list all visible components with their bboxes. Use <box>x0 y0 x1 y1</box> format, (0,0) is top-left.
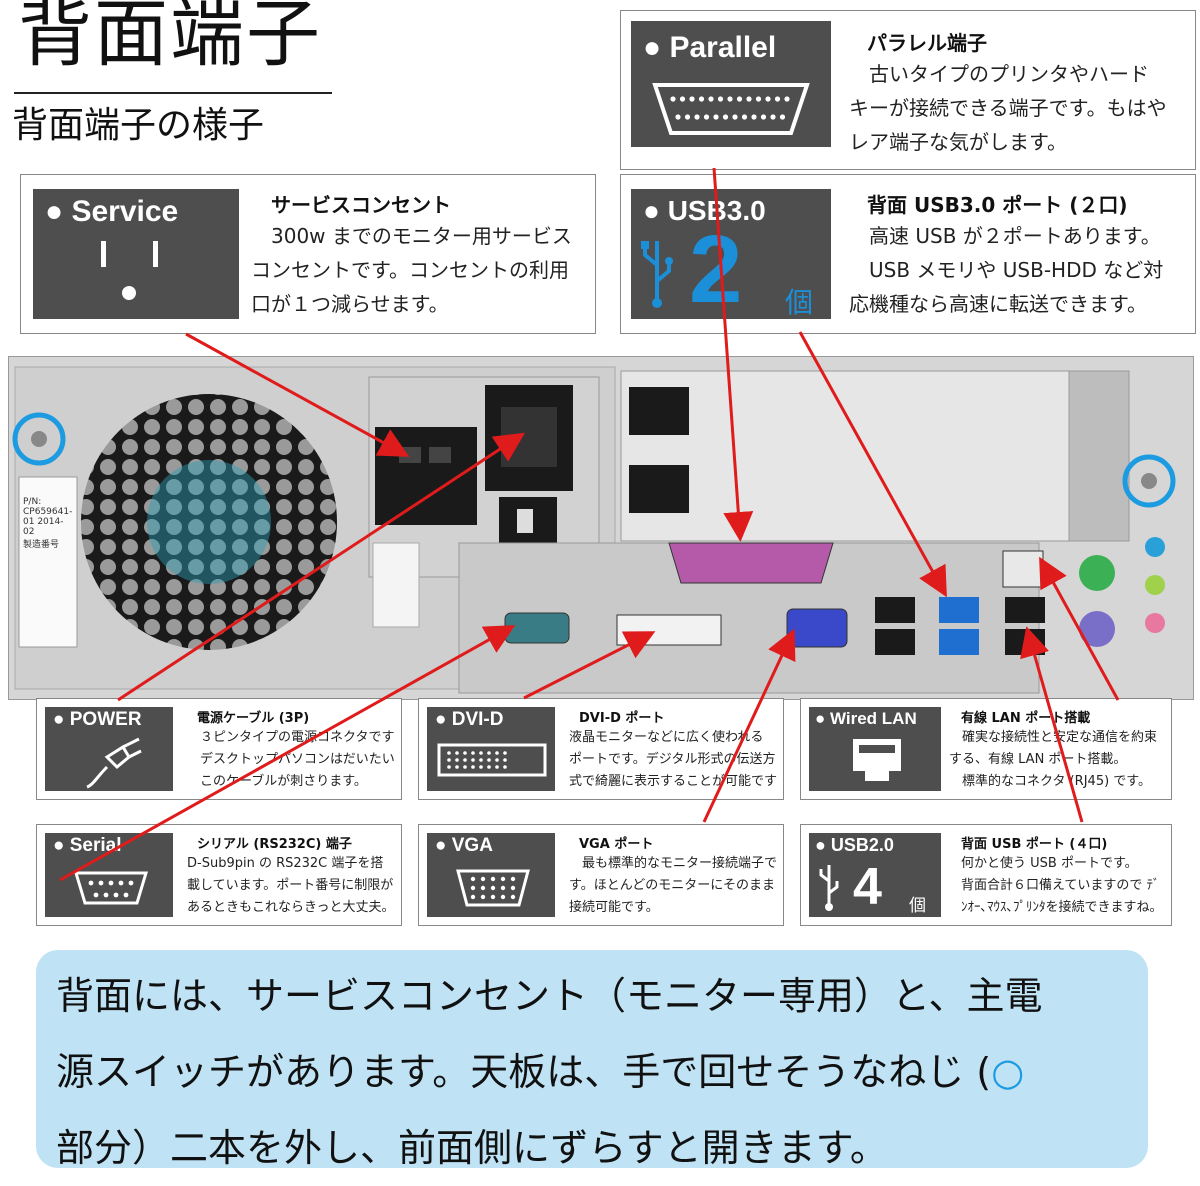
device-label-line-2: 製造番号 <box>23 540 60 550</box>
usb2-badge: ● USB2.0 4 個 <box>809 833 941 917</box>
dvi-callout: ● DVI-D DVI-D ポート 液晶モニターなどに広く使われる ポートです。… <box>418 698 784 800</box>
lan-badge: ● Wired LAN <box>809 707 941 791</box>
dvi-port <box>616 614 722 646</box>
usb3-count: 2 <box>689 216 743 323</box>
service-badge: ● Service <box>33 189 239 319</box>
usb3-unit: 個 <box>785 286 814 319</box>
usb-icon <box>641 241 673 308</box>
vga-callout: ● VGA VGA ポート 最も標準的なモニター接続端子で す。ほとんどのモニタ… <box>418 824 784 926</box>
lan-callout: ● Wired LAN 有線 LAN ポート搭載 確実な接続性と安定な通信を約束… <box>800 698 1172 800</box>
power-badge: ● POWER <box>45 707 173 791</box>
service-title: サービスコンセント <box>271 193 451 217</box>
power-title: 電源ケーブル (3P) <box>197 711 310 726</box>
power-callout: ● POWER 電源ケーブル (3P) ３ピンタイプの電源コネクタです デスクト… <box>36 698 402 800</box>
vga-badge-label: ● VGA <box>435 835 493 856</box>
lan-description: 確実な接続性と安定な通信を約束 する、有線 LAN ポート搭載。 標準的なコネク… <box>949 730 1158 789</box>
serial-callout: ● Serial シリアル (RS232C) 端子 D-Sub9pin の RS… <box>36 824 402 926</box>
note-line-2-text: 源スイッチがあります。天板は、手で回せそうなねじ ( <box>56 1050 992 1094</box>
page-subtitle: 背面端子の様子 <box>12 105 265 146</box>
parallel-badge: ● Parallel <box>631 21 831 147</box>
serial-title: シリアル (RS232C) 端子 <box>197 837 352 852</box>
screw-circle-left <box>12 412 66 466</box>
dvi-title: DVI-D ポート <box>579 711 665 726</box>
usb2-description: 何かと使う USB ポートです。 背面合計６口備えていますので ﾃﾞ ﾝｵｰ､ﾏ… <box>961 856 1163 915</box>
service-badge-label: ● Service <box>45 195 179 228</box>
usb2-count: 4 <box>853 858 882 916</box>
usb3-ports <box>939 597 979 623</box>
note-line-3: 部分）二本を外し、前面側にずらすと開きます。 <box>56 1126 888 1170</box>
lan-port <box>1002 550 1044 588</box>
ethernet-port-icon <box>853 739 901 781</box>
usb-icon <box>819 865 839 911</box>
parallel-callout: ● Parallel パラレル端子 古いタイプのプリンタやハード キーが接続でき… <box>620 10 1196 170</box>
note-line-1: 背面には、サービスコンセント（モニター専用）と、主電 <box>56 974 1043 1018</box>
serial-badge: ● Serial <box>45 833 173 917</box>
parallel-port-icon <box>652 83 810 135</box>
blue-circle-mark: ○ <box>991 1050 1025 1094</box>
parallel-description: 古いタイプのプリンタやハード キーが接続できる端子です。もはや レア端子な気がし… <box>849 62 1167 154</box>
title-underline <box>14 92 332 94</box>
service-callout: ● Service サービスコンセント 300w までのモニター用サービス コン… <box>20 174 596 334</box>
serial-port <box>504 612 570 644</box>
serial-badge-label: ● Serial <box>53 835 122 856</box>
serial-description: D-Sub9pin の RS232C 端子を搭 載しています。ポート番号に制限が… <box>187 856 395 915</box>
usb3-description: 高速 USB が２ポートあります。 USB メモリや USB-HDD など対 応… <box>849 224 1164 316</box>
usb3-callout: ● USB3.0 2 個 背面 USB3.0 ポート (２口) 高速 USB が… <box>620 174 1196 334</box>
usb2-callout: ● USB2.0 4 個 背面 USB ポート (４口) 何かと使う USB ポ… <box>800 824 1172 926</box>
lan-title: 有線 LAN ポート搭載 <box>961 711 1091 726</box>
service-outlet <box>375 427 477 525</box>
usb3-badge-label: ● USB3.0 <box>643 195 766 226</box>
vga-port <box>786 608 848 648</box>
service-description: 300w までのモニター用サービス コンセントです。コンセントの利用 口が１つ減… <box>251 224 572 316</box>
dvi-port-icon <box>437 743 547 777</box>
power-description: ３ピンタイプの電源コネクタです デスクトップパソコンはだいたい このケーブルが刺… <box>200 730 395 789</box>
pc-rear-illustration <box>9 357 1193 699</box>
usb2-title: 背面 USB ポート (４口) <box>961 837 1108 852</box>
usb3-badge: ● USB3.0 2 個 <box>631 189 831 323</box>
dvi-description: 液晶モニターなどに広く使われる ポートです。デジタル形式の伝送方 式で綺麗に表示… <box>569 730 778 789</box>
usb2-badge-label: ● USB2.0 <box>815 835 894 855</box>
vga-badge: ● VGA <box>427 833 555 917</box>
power-plug-icon <box>86 737 142 789</box>
pc-rear-photo: P/N: CP659641-01 2014-02 製造番号 <box>8 356 1194 700</box>
outlet-icon <box>101 241 158 300</box>
page-title: 背面端子 <box>18 0 322 77</box>
dvi-badge: ● DVI-D <box>427 707 555 791</box>
dvi-badge-label: ● DVI-D <box>435 709 504 730</box>
parallel-port <box>668 542 834 584</box>
usb2-unit: 個 <box>909 896 926 916</box>
device-label-line-1: P/N: CP659641-01 2014-02 <box>23 497 73 537</box>
note-bubble <box>36 950 1148 1168</box>
vga-title: VGA ポート <box>579 837 654 852</box>
usb3-title: 背面 USB3.0 ポート (２口) <box>867 193 1128 217</box>
note-text: 背面には、サービスコンセント（モニター専用）と、主電 源スイッチがあります。天板… <box>56 958 1136 1186</box>
parallel-badge-label: ● Parallel <box>643 31 777 64</box>
vga-port-icon <box>456 869 530 907</box>
serial-port-icon <box>73 871 149 905</box>
parallel-title: パラレル端子 <box>867 31 987 55</box>
device-label: P/N: CP659641-01 2014-02 製造番号 <box>23 497 73 550</box>
lan-badge-label: ● Wired LAN <box>815 709 917 728</box>
vga-description: 最も標準的なモニター接続端子で す。ほとんどのモニターにそのまま 接続可能です。 <box>569 856 778 915</box>
power-badge-label: ● POWER <box>53 709 142 730</box>
note-line-2: 源スイッチがあります。天板は、手で回せそうなねじ (○ <box>56 1034 1136 1110</box>
screw-circle-right <box>1122 454 1176 508</box>
